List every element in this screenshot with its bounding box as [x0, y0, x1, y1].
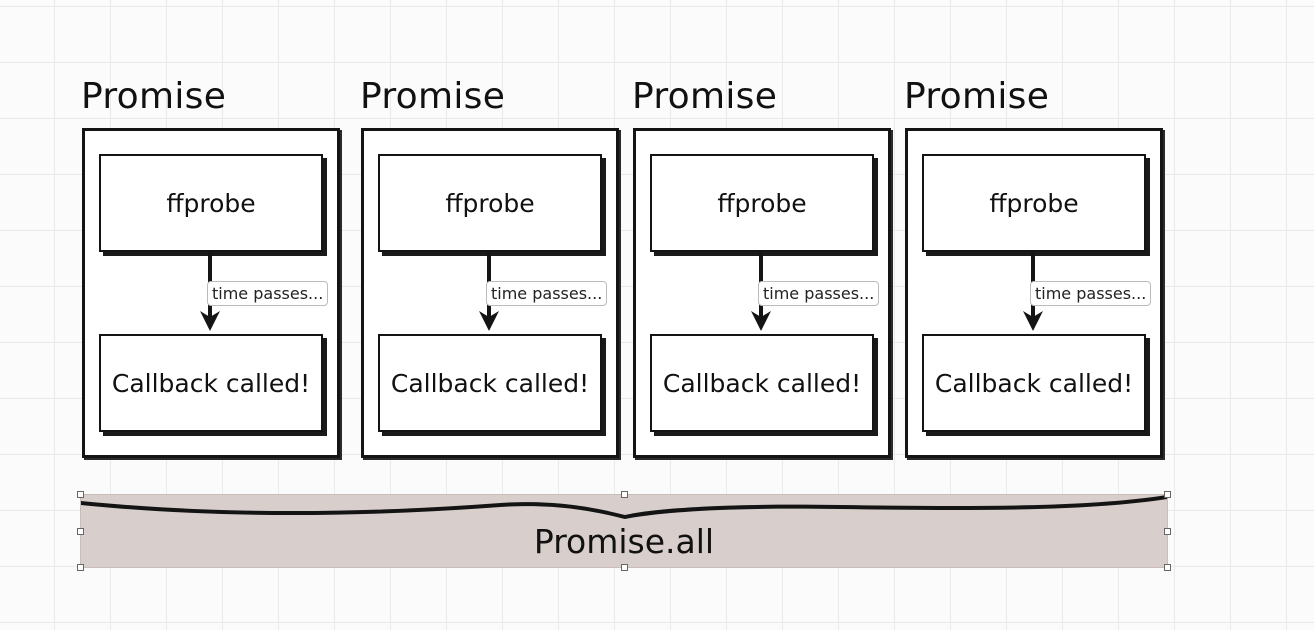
- callback-step: Callback called!: [650, 334, 874, 432]
- promise-container: ffprobe time passes... Callback called!: [361, 128, 619, 458]
- promise-title: Promise: [904, 76, 1050, 117]
- callback-step: Callback called!: [922, 334, 1146, 432]
- ffprobe-step: ffprobe: [99, 154, 323, 252]
- time-passes-label: time passes...: [486, 281, 608, 306]
- promise-container: ffprobe time passes... Callback called!: [82, 128, 340, 458]
- resize-handle-bottom-left[interactable]: [77, 564, 84, 571]
- promise-group-4: Promise ffprobe time passes... Callback …: [904, 74, 1167, 462]
- ffprobe-step: ffprobe: [922, 154, 1146, 252]
- brush-stroke: [81, 495, 1167, 519]
- time-passes-label: time passes...: [758, 281, 880, 306]
- resize-handle-middle-left[interactable]: [77, 528, 84, 535]
- promise-all-label: Promise.all: [533, 522, 715, 561]
- promise-title: Promise: [360, 76, 506, 117]
- resize-handle-middle-right[interactable]: [1164, 528, 1171, 535]
- ffprobe-step: ffprobe: [378, 154, 602, 252]
- resize-handle-bottom-middle[interactable]: [621, 564, 628, 571]
- callback-step: Callback called!: [378, 334, 602, 432]
- resize-handle-top-right[interactable]: [1164, 491, 1171, 498]
- resize-handle-bottom-right[interactable]: [1164, 564, 1171, 571]
- callback-step: Callback called!: [99, 334, 323, 432]
- promise-title: Promise: [632, 76, 778, 117]
- promise-group-3: Promise ffprobe time passes... Callback …: [632, 74, 895, 462]
- resize-handle-top-middle[interactable]: [621, 491, 628, 498]
- promise-all-bar[interactable]: Promise.all: [77, 491, 1171, 571]
- time-passes-label: time passes...: [1030, 281, 1152, 306]
- time-passes-label: time passes...: [207, 281, 329, 306]
- promise-title: Promise: [81, 76, 227, 117]
- resize-handle-top-left[interactable]: [77, 491, 84, 498]
- promise-group-1: Promise ffprobe time passes... Callback …: [81, 74, 344, 462]
- ffprobe-step: ffprobe: [650, 154, 874, 252]
- promise-container: ffprobe time passes... Callback called!: [633, 128, 891, 458]
- promise-group-2: Promise ffprobe time passes... Callback …: [360, 74, 623, 462]
- promise-container: ffprobe time passes... Callback called!: [905, 128, 1163, 458]
